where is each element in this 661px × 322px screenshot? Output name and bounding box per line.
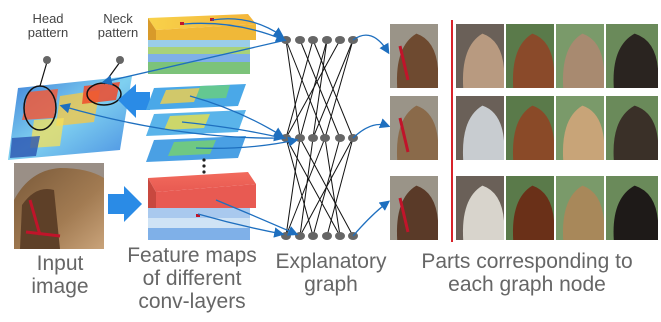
- graph-node: [295, 134, 305, 142]
- input-image: [14, 163, 104, 249]
- arrow-to-featuremaps: [108, 186, 142, 222]
- feature-map-stack-top: [148, 14, 256, 74]
- graph-node: [295, 232, 305, 240]
- input-image-label: Input image: [8, 252, 112, 298]
- part-thumbnail-horse-face-bridle: [390, 176, 438, 240]
- heatmap-image: [8, 76, 132, 160]
- graph-node: [322, 232, 332, 240]
- parts-line2: each graph node: [448, 273, 606, 297]
- graph-node: [308, 134, 318, 142]
- parts-line1: Parts corresponding to: [421, 250, 633, 273]
- part-thumbnail-horse-neck-mane: [390, 96, 438, 160]
- head-pattern-label: Head pattern: [22, 11, 74, 41]
- graph-node: [322, 36, 332, 44]
- part-thumbnail-horse-face-blaze: [506, 176, 554, 240]
- explanatory-graph-line1: Explanatory: [275, 250, 387, 273]
- feature-map-stack-bottom: [148, 172, 256, 240]
- graph-edges: [285, 39, 354, 237]
- part-thumbnail-horse-head-dark: [606, 96, 658, 160]
- explanatory-graph: [281, 36, 358, 240]
- neck-pattern-label: Neck pattern: [90, 11, 146, 41]
- neck-pattern-line1: Neck: [103, 11, 133, 26]
- feature-maps-label: Feature maps of different conv-layers: [118, 244, 266, 313]
- arrow-to-heatmap: [118, 84, 150, 118]
- explanatory-graph-line2: graph: [304, 273, 358, 297]
- feature-maps-line3: conv-layers: [138, 290, 246, 314]
- parts-grid: [390, 24, 658, 240]
- input-image-line1: Input: [36, 252, 84, 275]
- mapping-arrows: [59, 18, 391, 238]
- part-thumbnail-horse-face-brown: [506, 96, 554, 160]
- neck-pattern-line2: pattern: [97, 25, 139, 41]
- feature-maps-line1: Feature maps: [127, 244, 257, 267]
- part-thumbnail-horse-head-white: [456, 176, 504, 240]
- input-image-line2: image: [31, 275, 89, 299]
- head-pattern-line1: Head: [32, 11, 64, 26]
- part-thumbnail-horse-face-pony: [556, 176, 604, 240]
- part-thumbnail-horse-mouth-light: [556, 24, 604, 88]
- part-thumbnail-horse-mouth: [506, 24, 554, 88]
- graph-node: [335, 232, 345, 240]
- graph-node: [308, 232, 318, 240]
- part-thumbnail-horse-nose-white: [456, 24, 504, 88]
- graph-node: [308, 36, 318, 44]
- graph-node: [281, 232, 291, 240]
- part-thumbnail-horse-face-black: [606, 176, 658, 240]
- graph-node: [295, 36, 305, 44]
- part-thumbnail-horse-head-bridle: [390, 24, 438, 88]
- part-thumbnail-horse-face-dark: [606, 24, 658, 88]
- head-pattern-line2: pattern: [27, 25, 69, 41]
- graph-node: [320, 134, 330, 142]
- feature-maps-line2: of different: [142, 267, 242, 291]
- graph-node: [335, 36, 345, 44]
- part-thumbnail-horse-head-white: [456, 96, 504, 160]
- part-thumbnail-horse-head-pale: [556, 96, 604, 160]
- explanatory-graph-label: Explanatory graph: [266, 250, 396, 296]
- graph-node: [335, 134, 345, 142]
- parts-label: Parts corresponding to each graph node: [396, 250, 658, 296]
